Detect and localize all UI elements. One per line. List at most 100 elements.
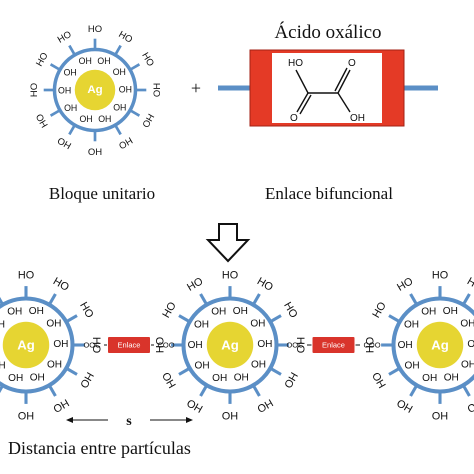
outer-hydroxyl-label: HO (56, 134, 74, 151)
outer-hydroxyl-label: HO (185, 396, 205, 415)
enlace-label: Enlace (118, 341, 141, 350)
inner-hydroxyl-label: OH (405, 360, 420, 371)
inner-hydroxyl-label: OH (460, 319, 474, 330)
molecule-bonds (295, 67, 351, 115)
arrow-right-icon (186, 417, 193, 423)
inner-hydroxyl-label: OH (212, 373, 227, 384)
inner-hydroxyl-label: OH (444, 373, 459, 384)
shell-spoke (114, 44, 122, 56)
distance-symbol: s (126, 414, 132, 429)
inner-hydroxyl-label: OH (79, 114, 92, 124)
enlace-box (108, 337, 150, 353)
shell-spoke (49, 63, 61, 71)
inner-hydroxyl-label: OH (58, 85, 71, 95)
outer-hydroxyl-label: HO (154, 337, 166, 353)
inner-hydroxyl-label: OH (257, 339, 272, 350)
shell-spoke (251, 293, 261, 306)
nanoparticle: HOHOHOHOHOHOHOHOHOHOHOHOOHOHOHOHOHOHOHOH… (364, 269, 474, 421)
molecule-o-top: O (348, 58, 356, 69)
outer-hydroxyl-label: HO (139, 111, 156, 129)
inner-hydroxyl-label: OH (234, 373, 249, 384)
outer-hydroxyl-label: HO (116, 134, 134, 151)
inner-hydroxyl-label: OH (251, 360, 266, 371)
shell-spoke (68, 124, 76, 136)
particle-chain: HOHOHOHOHOHOHOHOHOHOHOHOOHOHOHOHOHOHOHOH… (0, 269, 474, 421)
inner-hydroxyl-label: OH (53, 339, 68, 350)
outer-hydroxyl-label: HO (160, 300, 179, 320)
inner-hydroxyl-label: OH (250, 319, 265, 330)
bond-coo-label: COO (363, 341, 380, 350)
inner-hydroxyl-label: OH (29, 306, 44, 317)
shell-spoke (129, 63, 141, 71)
shell-spoke (65, 314, 78, 324)
outer-hydroxyl-label: HO (139, 51, 156, 69)
outer-hydroxyl-label: HO (116, 29, 134, 46)
outer-hydroxyl-label: HO (88, 145, 102, 156)
plus-sign: + (191, 78, 201, 98)
outer-hydroxyl-label: HO (185, 275, 205, 294)
outer-hydroxyl-label: HO (432, 409, 448, 421)
silver-core (416, 321, 464, 369)
caption-unit-block: Bloque unitario (49, 184, 155, 203)
inner-hydroxyl-label: OH (113, 103, 126, 113)
shell-spoke (68, 44, 76, 56)
enlace-box (312, 337, 355, 353)
molecule-panel (272, 53, 382, 123)
outer-hydroxyl-label: HO (150, 83, 161, 97)
inner-hydroxyl-label: OH (8, 373, 23, 384)
outer-hydroxyl-label: HO (281, 300, 300, 320)
silver-core-label: Ag (431, 338, 449, 353)
outer-hydroxyl-label: HO (0, 275, 1, 294)
silver-core (74, 69, 116, 111)
outer-hydroxyl-label: HO (77, 300, 96, 320)
outer-hydroxyl-label: HO (432, 269, 448, 281)
inner-hydroxyl-label: OH (47, 360, 62, 371)
bond-ooc-label: OOC (83, 341, 101, 350)
outer-hydroxyl-label: HO (465, 396, 474, 415)
arrow-left-icon (66, 417, 73, 423)
shell-spoke (47, 293, 57, 306)
outer-hydroxyl-label: HO (222, 269, 238, 281)
outer-hydroxyl-label: HO (18, 409, 34, 421)
inner-hydroxyl-label: OH (79, 56, 92, 66)
bond-ooc-label: OOC (286, 341, 304, 350)
shell-spoke (0, 296, 5, 306)
outer-hydroxyl-label: HO (255, 275, 275, 294)
inner-hydroxyl-label: OH (461, 360, 474, 371)
silver-core-label: Ag (221, 338, 239, 353)
inner-hydroxyl-label: OH (467, 339, 474, 350)
shell-spoke (269, 366, 282, 376)
distance-caption: Distancia entre partículas (8, 438, 191, 458)
inner-hydroxyl-label: OH (30, 373, 45, 384)
outer-hydroxyl-label: HO (160, 370, 179, 390)
inner-hydroxyl-label: OH (113, 67, 126, 77)
shell-spoke (47, 384, 57, 397)
shell-spoke (178, 366, 191, 376)
outer-hydroxyl-label: HO (370, 370, 389, 390)
outer-hydroxyl-label: HO (465, 275, 474, 294)
distance-marker (66, 417, 193, 423)
chain-link: OOC Enlace COO (286, 337, 381, 353)
shell-spoke (461, 293, 471, 306)
linker-title: Ácido oxálico (274, 21, 381, 43)
shell-spoke (409, 384, 419, 397)
shell-spoke (269, 314, 282, 324)
inner-hydroxyl-label: OH (233, 306, 248, 317)
outer-hydroxyl-label: HO (51, 396, 71, 415)
outer-hydroxyl-label: HO (18, 269, 34, 281)
inner-hydroxyl-label: OH (0, 319, 5, 330)
shell-spoke (409, 293, 419, 306)
outer-hydroxyl-label: HO (77, 370, 96, 390)
inner-hydroxyl-label: OH (64, 103, 77, 113)
inner-hydroxyl-label: OH (0, 360, 6, 371)
molecule-o-bottom: O (290, 113, 298, 124)
enlace-label: Enlace (322, 341, 345, 350)
shell-spoke (49, 109, 61, 117)
caption-bifunctional-linker: Enlace bifuncional (265, 184, 393, 203)
silver-core-label: Ag (17, 338, 35, 353)
shell-spoke (388, 314, 401, 324)
inner-hydroxyl-label: OH (421, 306, 436, 317)
nanoparticle: HOHOHOHOHOHOHOHOHOHOHOHOOHOHOHOHOHOHOHOH… (154, 269, 306, 421)
outer-hydroxyl-label: HO (90, 337, 102, 353)
